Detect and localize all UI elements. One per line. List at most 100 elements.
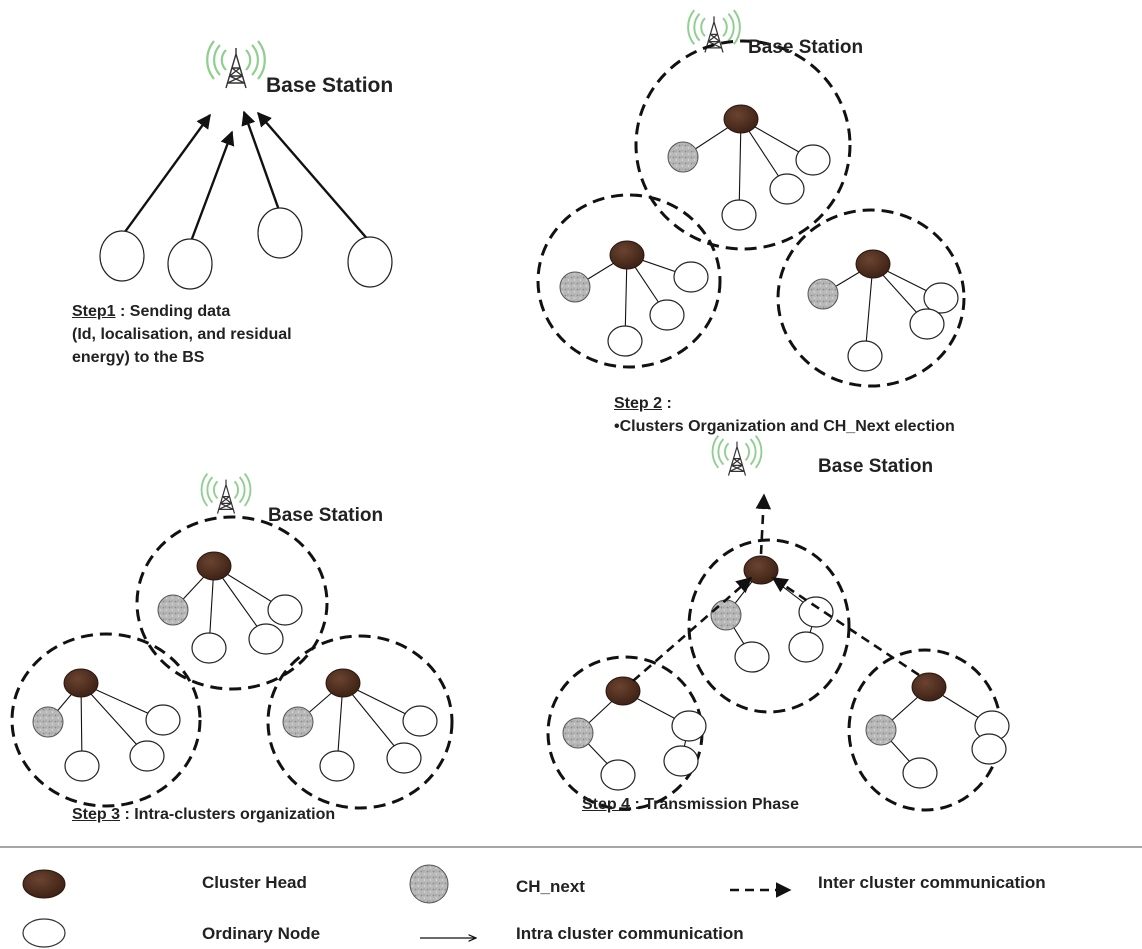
step3-antenna-tower-icon <box>200 473 252 514</box>
step3-cluster-top <box>135 515 329 691</box>
step1-ordinary-node <box>257 207 303 259</box>
step4-rest: : Transmission Phase <box>630 796 799 813</box>
cluster-boundary <box>776 208 966 388</box>
signal-wave <box>693 13 701 42</box>
step2-cluster-top <box>634 39 852 251</box>
step2-title: Step 2 <box>614 395 663 412</box>
cluster-head-node <box>609 240 645 270</box>
step1-ordinary-node <box>167 238 213 290</box>
step4-cluster-top <box>687 538 851 714</box>
inter-cluster-link <box>632 576 753 682</box>
signal-wave <box>257 40 266 80</box>
ordinary-node <box>191 632 227 664</box>
tower-lattice <box>227 67 245 84</box>
ordinary-node <box>798 596 834 628</box>
ordinary-node <box>64 750 100 782</box>
step3-caption: Step 3 : Intra-clusters organization <box>72 803 335 826</box>
inter-cluster-link-to-bs <box>755 493 772 555</box>
ordinary-node <box>721 199 757 231</box>
ch-next-node <box>32 706 64 738</box>
ordinary-node <box>319 750 355 782</box>
signal-wave <box>724 442 730 461</box>
cluster-boundary <box>634 39 852 251</box>
signal-wave <box>243 473 252 507</box>
legend-intra-cluster-label: Intra cluster communication <box>516 924 744 943</box>
step4-base-station-label: Base Station <box>818 456 934 477</box>
legend-ch-next-label: CH_next <box>516 877 585 896</box>
legend-ch-next-swatch <box>409 864 449 904</box>
signal-wave <box>733 9 741 45</box>
ordinary-node <box>673 261 709 293</box>
signal-wave <box>220 49 227 71</box>
ordinary-node <box>663 745 699 777</box>
intra-cluster-link <box>738 118 742 216</box>
signal-wave <box>722 17 728 37</box>
cluster-head-node <box>196 551 232 581</box>
ch-next-node <box>807 278 839 310</box>
cluster-boundary <box>687 538 851 714</box>
ordinary-node <box>795 144 831 176</box>
signal-wave <box>206 40 215 80</box>
step3-cluster-left <box>10 632 202 808</box>
signal-wave <box>687 9 695 45</box>
step1-base-station-label: Base Station <box>266 74 394 97</box>
legend-ordinary-node-swatch <box>22 918 66 948</box>
step1-ordinary-node <box>347 236 393 288</box>
legend-ordinary-node-label: Ordinary Node <box>202 924 321 943</box>
cluster-head-node <box>605 676 641 706</box>
cluster-boundary <box>536 193 722 369</box>
step1-uplink-arrow <box>241 110 282 214</box>
legend-inter-cluster-label: Inter cluster communication <box>818 873 1046 892</box>
ch-next-node <box>562 717 594 749</box>
cluster-head-node <box>743 555 779 585</box>
signal-wave <box>744 442 750 461</box>
step1-ordinary-node <box>99 230 145 282</box>
step3-base-station-label: Base Station <box>268 505 384 526</box>
ordinary-node <box>923 282 959 314</box>
ordinary-node <box>671 710 707 742</box>
signal-wave <box>233 480 239 499</box>
signal-wave <box>251 44 259 76</box>
cluster-boundary <box>10 632 202 808</box>
ordinary-node <box>145 704 181 736</box>
diagram-layer <box>0 9 1142 948</box>
ordinary-node <box>607 325 643 357</box>
step1-line3: energy) to the BS <box>72 349 205 367</box>
cluster-head-node <box>855 249 891 279</box>
signal-wave <box>200 473 209 507</box>
cluster-head-node <box>723 104 759 134</box>
signal-wave <box>213 44 221 76</box>
ordinary-node <box>909 308 945 340</box>
signal-wave <box>238 476 246 504</box>
step4-cluster-right <box>847 648 1010 812</box>
ordinary-node <box>386 742 422 774</box>
ch-next-node <box>865 714 897 746</box>
step1-uplink-arrow <box>121 113 211 237</box>
step1-uplink-arrow <box>257 111 371 243</box>
step2-cluster-right <box>776 208 966 388</box>
signal-wave <box>727 13 735 42</box>
step3-cluster-right <box>266 634 454 810</box>
cluster-head-node <box>911 672 947 702</box>
step2-base-station-label: Base Station <box>748 37 864 58</box>
ch-next-node <box>157 594 189 626</box>
step4-cluster-left <box>546 655 707 811</box>
legend-cluster-head-swatch <box>22 869 66 899</box>
cluster-boundary <box>135 515 329 691</box>
signal-wave <box>245 49 252 71</box>
ordinary-node <box>734 641 770 673</box>
ordinary-node <box>402 705 438 737</box>
step1-line1: Sending data <box>129 303 231 320</box>
ordinary-node <box>600 759 636 791</box>
tower-lattice <box>706 33 722 49</box>
ordinary-node <box>971 733 1007 765</box>
ordinary-node <box>267 594 303 626</box>
step1-line2: (Id, localisation, and residual <box>72 326 292 344</box>
inter-cluster-link <box>771 576 920 677</box>
signal-wave <box>213 480 219 499</box>
signal-wave <box>717 438 725 466</box>
step1-sep: : <box>115 303 130 320</box>
ordinary-node <box>902 757 938 789</box>
